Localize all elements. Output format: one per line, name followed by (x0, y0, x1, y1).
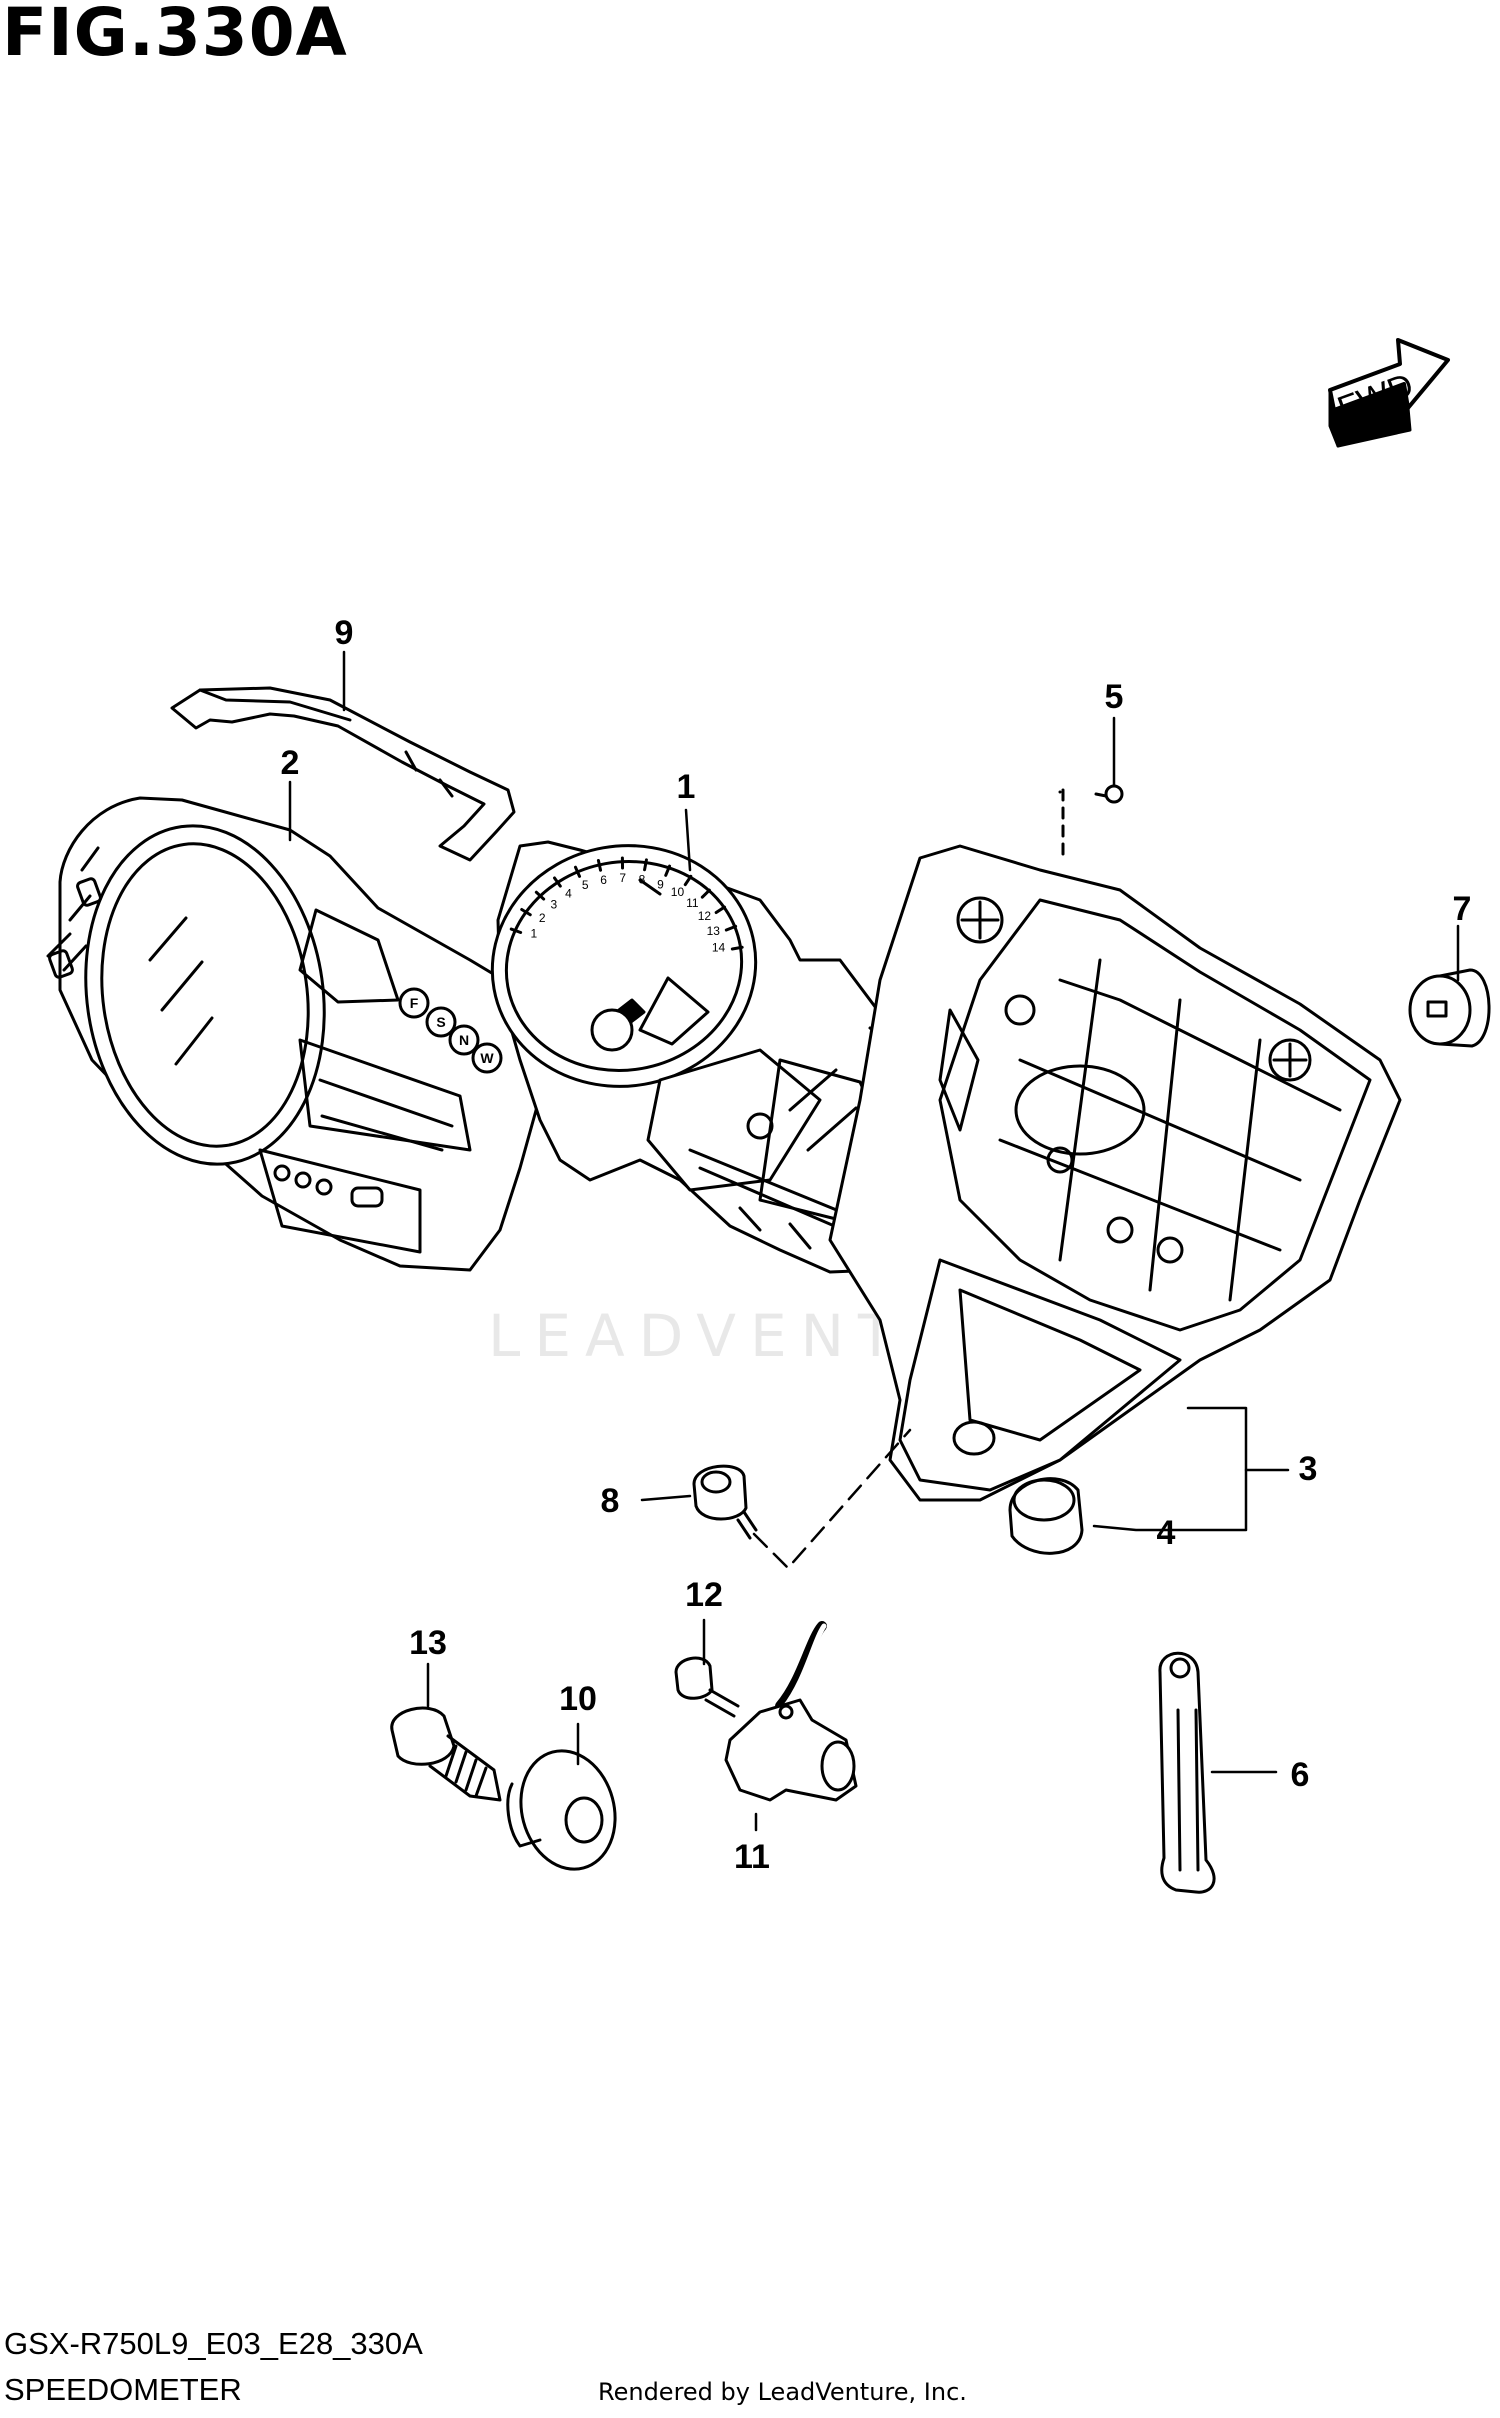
diagram-name: SPEEDOMETER (4, 2372, 242, 2407)
gauge-number: 8 (639, 872, 646, 886)
callout-13: 13 (409, 1624, 447, 1662)
gauge-tick (643, 858, 648, 872)
figure-title: FIG.330A (2, 0, 348, 71)
gauge-number: 11 (686, 896, 699, 910)
gauge-number: 14 (712, 940, 726, 954)
indicator-letter: W (480, 1050, 494, 1066)
part-8-bolt (692, 1464, 758, 1540)
gauge-tick (700, 888, 711, 899)
gauge-tick (683, 874, 693, 887)
gauge-number: 5 (582, 878, 589, 892)
gauge-tick (664, 864, 672, 877)
part-10-collar (506, 1749, 617, 1871)
indicator-letter: S (436, 1014, 445, 1030)
gauge-number: 6 (600, 873, 607, 887)
callout-12: 12 (685, 1576, 723, 1614)
render-credit: Rendered by LeadVenture, Inc. (598, 2378, 967, 2406)
callout-9: 9 (335, 614, 354, 652)
gauge-tick (520, 908, 532, 917)
gauge-number: 10 (671, 885, 685, 899)
gauge-tick (596, 858, 603, 872)
gauge-number: 4 (565, 887, 572, 901)
callout-1: 1 (677, 768, 696, 806)
forward-arrow-icon: FWD (1328, 338, 1450, 448)
gauge-tick (714, 905, 727, 915)
part-3-rear-case (828, 844, 1402, 1502)
callout-8: 8 (601, 1482, 620, 1520)
callout-7: 7 (1453, 890, 1472, 928)
callout-3: 3 (1299, 1450, 1318, 1488)
part-4-damper (1008, 1477, 1084, 1555)
gauge-tick (509, 927, 523, 934)
callout-6: 6 (1291, 1756, 1310, 1794)
gauge-tick (724, 924, 738, 932)
part-13-bolt (390, 1706, 502, 1802)
gauge-number: 7 (619, 871, 626, 885)
gauge-tick (553, 876, 562, 888)
part-11-sensor (724, 1621, 858, 1802)
gauge-number: 12 (698, 909, 712, 923)
indicator-letter: N (459, 1032, 469, 1048)
part-7-grommet (1408, 968, 1491, 1048)
diagram-code: GSX-R750L9_E03_E28_330A (4, 2326, 423, 2361)
gauge-tick (573, 865, 582, 878)
gauge-number: 3 (551, 898, 558, 912)
callout-2: 2 (281, 744, 300, 782)
indicator-letter: F (410, 995, 419, 1011)
callout-4: 4 (1157, 1514, 1176, 1552)
part-5-screw (1058, 784, 1124, 860)
leader-lines (288, 650, 1460, 1832)
gauge-number: 9 (657, 877, 664, 891)
gauge-tick (534, 890, 546, 901)
gauge-number: 1 (530, 926, 537, 940)
gauge-tick (730, 945, 744, 951)
callout-11: 11 (734, 1838, 770, 1876)
part-6-strap (1158, 1651, 1216, 1894)
gauge-number: 13 (707, 924, 721, 938)
part-2-front-bezel: F SNW (46, 796, 552, 1272)
gauge-number: 2 (539, 911, 546, 925)
callout-10: 10 (559, 1680, 597, 1718)
part-12-bolt (674, 1656, 740, 1718)
part-9-cover (170, 686, 516, 862)
callout-5: 5 (1105, 678, 1124, 716)
